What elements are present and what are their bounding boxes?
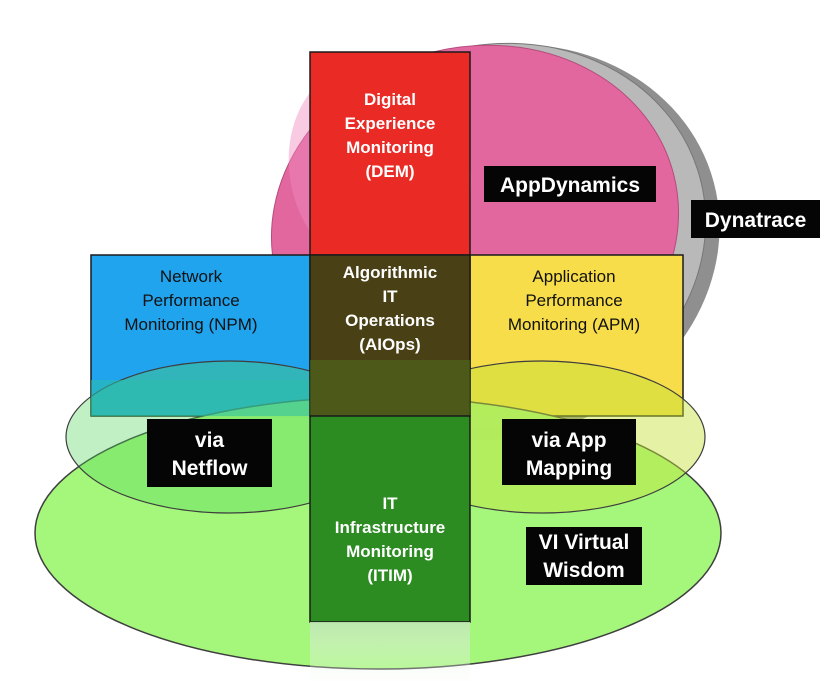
npm-label-line: Monitoring (NPM) — [124, 315, 257, 334]
appdynamics-badge: AppDynamics — [484, 166, 656, 202]
dem-label-line: Digital — [364, 90, 416, 109]
netflow-badge-line: Netflow — [172, 457, 248, 480]
aiops-label-line: Operations — [345, 311, 435, 330]
dem-label-line: Experience — [345, 114, 436, 133]
dynatrace-badge-background — [691, 200, 820, 238]
netflow-badge-background — [147, 419, 272, 487]
aiops-box-overlap — [310, 360, 470, 416]
app_mapping-badge-line: via App — [531, 429, 606, 452]
npm-label-line: Network — [160, 267, 223, 286]
itim-label-line: (ITIM) — [367, 566, 412, 585]
npm-label-line: Performance — [142, 291, 239, 310]
appdynamics-badge-background — [484, 166, 656, 202]
dynatrace-badge-line: Dynatrace — [705, 209, 807, 232]
itim-box — [309, 415, 471, 623]
apm-label-line: Monitoring (APM) — [508, 315, 640, 334]
netflow-badge-line: via — [195, 429, 225, 452]
dynatrace-badge: Dynatrace — [691, 200, 820, 238]
itim-reflection — [310, 622, 470, 691]
itim-label-line: Infrastructure — [335, 518, 446, 537]
aiops-label-line: Algorithmic — [343, 263, 437, 282]
appdynamics-badge-line: AppDynamics — [500, 174, 640, 197]
apm-label-line: Application — [532, 267, 615, 286]
apm-box — [469, 254, 684, 417]
aiops-label-line: (AIOps) — [359, 335, 420, 354]
dem-box — [309, 51, 471, 256]
virtual_wisdom-badge-background — [526, 527, 642, 585]
app_mapping-badge-line: Mapping — [526, 457, 612, 480]
npm-box-overlap — [91, 380, 310, 416]
itim-label-line: Monitoring — [346, 542, 434, 561]
apm-label-line: Performance — [525, 291, 622, 310]
itim-label-line: IT — [382, 494, 398, 513]
virtual_wisdom-badge-line: Wisdom — [543, 559, 624, 582]
virtual_wisdom-badge-line: VI Virtual — [539, 531, 630, 554]
dem-label-line: (DEM) — [365, 162, 414, 181]
dem-label-line: Monitoring — [346, 138, 434, 157]
aiops-label-line: IT — [382, 287, 398, 306]
app_mapping-badge-background — [502, 419, 636, 485]
